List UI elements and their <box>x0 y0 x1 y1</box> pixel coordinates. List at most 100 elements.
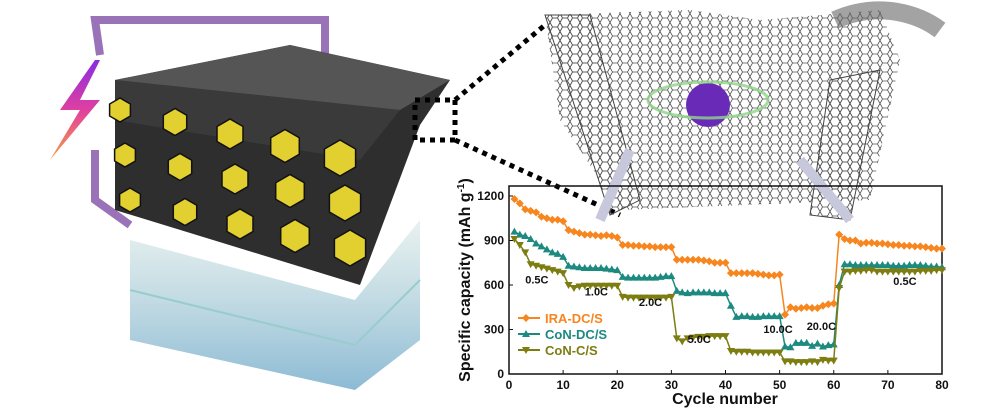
data-point <box>602 282 611 290</box>
data-point <box>521 232 530 240</box>
data-point <box>932 267 941 275</box>
data-point <box>624 240 633 249</box>
data-point <box>651 243 660 252</box>
legend-label: IRA-DC/S <box>545 311 603 326</box>
data-point <box>786 343 795 351</box>
data-point <box>537 242 546 250</box>
data-point <box>759 270 768 279</box>
data-point <box>661 272 670 280</box>
data-point <box>791 338 800 346</box>
data-point <box>656 294 665 302</box>
data-point <box>689 255 698 264</box>
data-point <box>602 264 611 272</box>
data-point <box>835 284 844 292</box>
data-point <box>808 341 817 349</box>
data-point <box>510 227 519 235</box>
data-point <box>856 260 865 268</box>
series-con-dc-s <box>510 227 946 351</box>
data-point <box>743 269 752 278</box>
data-point <box>856 239 865 248</box>
legend-label: CoN-C/S <box>545 343 598 358</box>
data-point <box>764 349 773 357</box>
data-point <box>515 199 524 208</box>
data-point <box>938 244 946 253</box>
data-point <box>732 348 741 356</box>
hexagon-particle <box>113 142 137 168</box>
data-point <box>835 230 844 239</box>
data-point <box>548 215 557 224</box>
data-point <box>683 335 692 343</box>
rate-label: 1.0C <box>585 286 608 298</box>
data-point <box>672 286 681 294</box>
data-point <box>759 312 768 320</box>
data-point <box>624 273 633 281</box>
data-point <box>910 260 919 268</box>
data-point <box>521 249 530 257</box>
data-point <box>597 263 606 271</box>
data-point <box>586 282 595 290</box>
zoom-box <box>412 97 458 143</box>
data-point <box>743 312 752 320</box>
data-point <box>651 294 660 302</box>
rate-label: 10.0C <box>763 324 792 336</box>
data-point <box>845 268 854 276</box>
data-point <box>629 241 638 250</box>
data-point <box>867 260 876 268</box>
hexagon-particles <box>108 97 367 267</box>
data-point <box>900 241 909 250</box>
data-point <box>645 273 654 281</box>
data-point <box>813 339 822 347</box>
data-point <box>721 333 730 341</box>
hexagon-particle <box>216 118 244 150</box>
data-point <box>597 282 606 290</box>
hexagon-particle <box>274 173 306 209</box>
y-axis-label: Specific capacity (mAh g-1) <box>456 178 474 382</box>
data-point <box>510 236 519 244</box>
data-point <box>602 231 611 240</box>
data-point <box>634 294 643 302</box>
rate-label: 0.5C <box>525 275 548 287</box>
hexagon-particle <box>328 184 362 222</box>
hexagon-particle <box>323 139 357 177</box>
data-point <box>775 270 784 279</box>
data-point <box>721 289 730 297</box>
data-point <box>797 359 806 367</box>
x-tick-label: 50 <box>773 378 787 392</box>
data-point <box>753 349 762 357</box>
data-point <box>851 236 860 245</box>
data-point <box>645 294 654 302</box>
x-tick-label: 10 <box>556 378 570 392</box>
data-point <box>797 338 806 346</box>
data-point <box>889 261 898 269</box>
lightning-bolt-icon <box>50 60 100 160</box>
data-point <box>894 261 903 269</box>
data-point <box>510 194 519 203</box>
data-point <box>748 349 757 357</box>
data-point <box>824 300 833 309</box>
data-point <box>900 268 909 276</box>
data-point <box>591 282 600 290</box>
data-point <box>829 357 838 365</box>
data-point <box>553 249 562 257</box>
data-point <box>613 233 622 242</box>
data-point <box>667 272 676 280</box>
x-tick-label: 0 <box>506 378 513 392</box>
data-point <box>726 269 735 278</box>
data-point <box>732 269 741 278</box>
y-tick-label: 300 <box>484 323 504 337</box>
x-tick-label: 80 <box>935 378 949 392</box>
data-point <box>629 273 638 281</box>
data-point <box>526 235 535 243</box>
data-point <box>618 272 627 280</box>
data-point <box>873 239 882 248</box>
data-point <box>586 263 595 271</box>
data-point <box>905 268 914 276</box>
hexagon-particle <box>221 163 249 195</box>
data-point <box>559 252 568 260</box>
rate-label: 2.0C <box>639 297 662 309</box>
data-point <box>802 338 811 346</box>
data-point <box>770 349 779 357</box>
hexagon-particle <box>269 128 301 164</box>
data-point <box>716 258 725 267</box>
